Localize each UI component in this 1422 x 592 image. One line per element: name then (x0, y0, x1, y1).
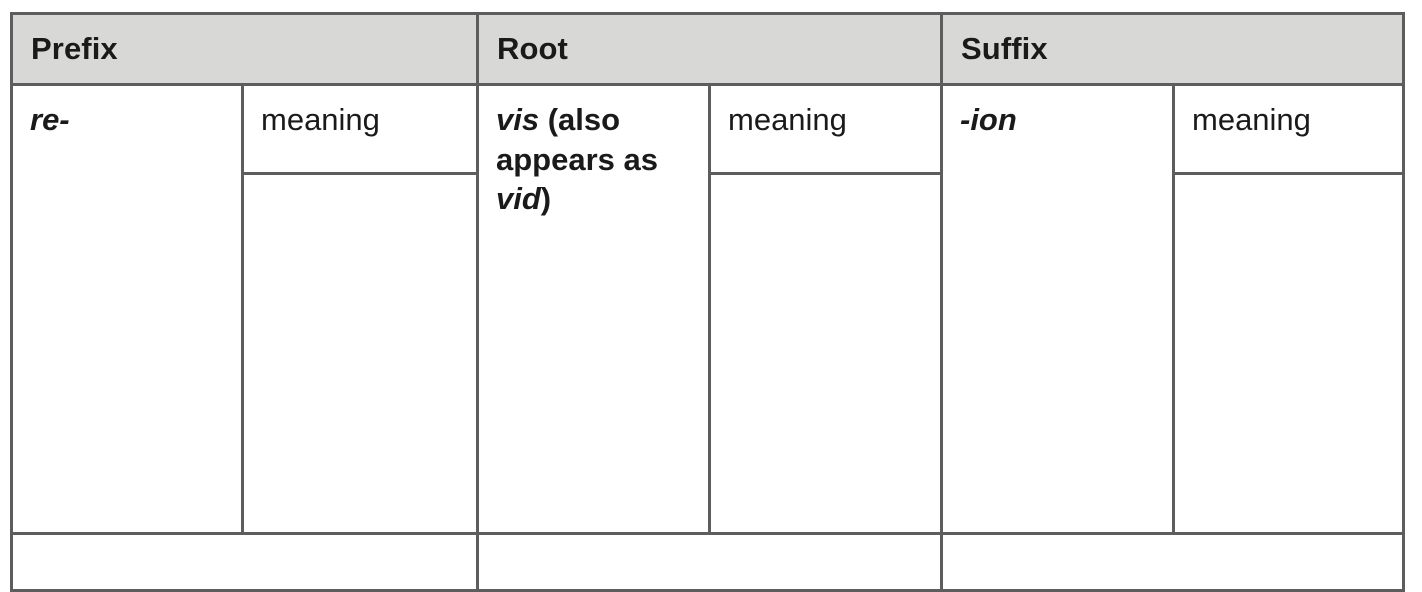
row2-prefix-term-cell[interactable] (10, 532, 479, 592)
header-label-prefix: Prefix (31, 31, 118, 66)
row1-root-term-part-close: ) (540, 181, 552, 217)
row1-root-term-part-vis: vis (496, 102, 540, 137)
row1-root-meaning-label-wrapper: meaning (728, 100, 932, 140)
row1-prefix-meaning-label-cell: meaning (241, 83, 479, 175)
header-cell-suffix: Suffix (940, 12, 1405, 86)
row1-root-term-wrapper: vis (also appears as vid) (496, 100, 700, 219)
row1-prefix-meaning-label: meaning (261, 102, 380, 137)
row1-suffix-term: -ion (960, 102, 1017, 137)
row1-suffix-meaning-label-cell: meaning (1172, 83, 1405, 175)
row1-root-meaning-label-cell: meaning (708, 83, 943, 175)
row2-suffix-term-cell[interactable] (940, 532, 1405, 592)
row1-root-meaning-value-cell[interactable] (708, 172, 943, 535)
row2-root-term-cell[interactable] (476, 532, 943, 592)
header-cell-prefix: Prefix (10, 12, 479, 86)
row1-root-term-part-vid: vid (496, 181, 541, 217)
header-cell-root: Root (476, 12, 943, 86)
row1-suffix-meaning-label: meaning (1192, 102, 1311, 137)
row1-root-term-part-also: (also appears as (496, 102, 658, 177)
worksheet-page: Prefix Root Suffix re- meaning vis (also… (10, 12, 1405, 592)
header-label-suffix: Suffix (961, 31, 1048, 66)
row1-prefix-meaning-label-wrapper: meaning (261, 100, 468, 140)
row1-prefix-meaning-value-cell[interactable] (241, 172, 479, 535)
row1-root-meaning-label: meaning (728, 102, 847, 137)
row1-suffix-term-cell[interactable]: -ion (940, 83, 1175, 535)
header-label-root: Root (497, 31, 568, 66)
row1-root-term-cell[interactable]: vis (also appears as vid) (476, 83, 711, 535)
row1-prefix-term-cell[interactable]: re- (10, 83, 244, 535)
row1-prefix-term-wrapper: re- (30, 100, 233, 140)
row1-suffix-term-wrapper: -ion (960, 100, 1164, 140)
row1-root-term: vis (also appears as vid) (496, 102, 658, 216)
row1-suffix-meaning-value-cell[interactable] (1172, 172, 1405, 535)
row1-suffix-meaning-label-wrapper: meaning (1192, 100, 1394, 140)
row1-prefix-term: re- (30, 102, 70, 137)
